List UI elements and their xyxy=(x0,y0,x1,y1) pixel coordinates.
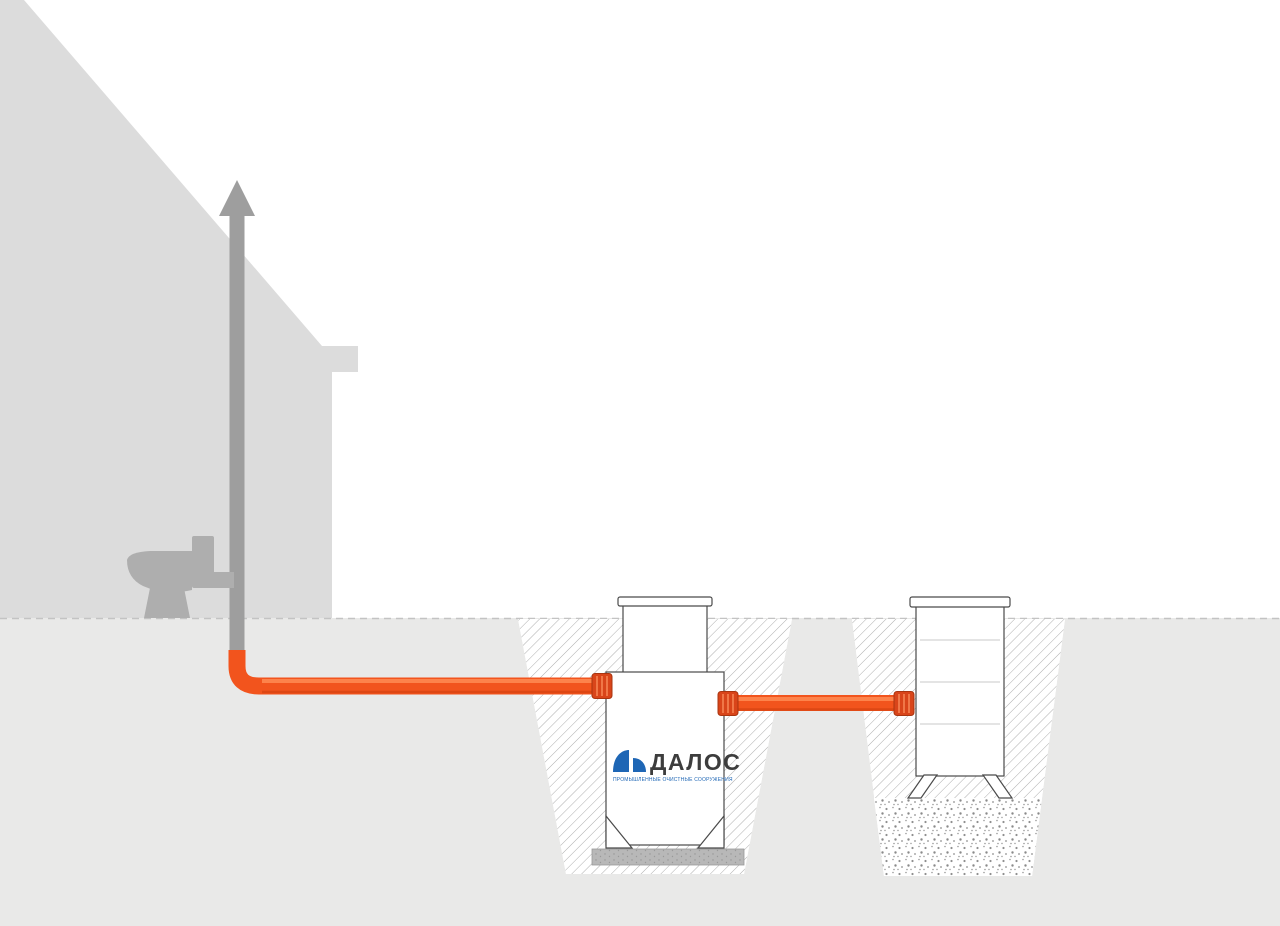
brand-logo: ДАЛОС ПРОМЫШЛЕННЫЕ ОЧИСТНЫЕ СООРУЖЕНИЯ xyxy=(613,749,741,783)
house-silhouette xyxy=(0,0,358,618)
tank-neck xyxy=(622,603,708,675)
pipe-coupling xyxy=(717,691,739,716)
logo-mark-icon xyxy=(613,750,629,772)
vent-stack xyxy=(219,180,255,662)
inlet-sewer-pipe xyxy=(228,650,613,699)
logo-brand-text: ДАЛОС xyxy=(650,749,741,775)
logo-tagline-text: ПРОМЫШЛЕННЫЕ ОЧИСТНЫЕ СООРУЖЕНИЯ xyxy=(613,777,733,783)
toilet-outlet xyxy=(210,572,234,588)
toilet-cistern xyxy=(192,536,214,588)
tank-lid xyxy=(617,596,713,607)
gravel-base xyxy=(874,798,1042,876)
tank-foot-right xyxy=(696,814,725,849)
concrete-slab xyxy=(591,848,745,866)
vent-arrow-icon xyxy=(219,180,255,216)
vent-pipe xyxy=(229,212,245,662)
septic-tank xyxy=(605,596,725,849)
logo-mark-icon xyxy=(633,758,646,772)
well-foot-right xyxy=(981,774,1014,799)
tank-foot-left xyxy=(605,814,634,849)
toilet-icon xyxy=(127,536,234,618)
well-foot-left xyxy=(906,774,939,799)
pipe-coupling xyxy=(893,691,915,716)
well-body xyxy=(915,605,1005,777)
transfer-pipe xyxy=(717,691,915,716)
toilet-pedestal xyxy=(144,588,190,618)
pipe-coupling xyxy=(591,673,613,699)
toilet-bowl xyxy=(127,551,192,593)
pipe-run xyxy=(228,650,600,695)
slab-texture xyxy=(592,849,744,865)
well-lid xyxy=(909,596,1011,608)
storage-well xyxy=(906,596,1014,799)
